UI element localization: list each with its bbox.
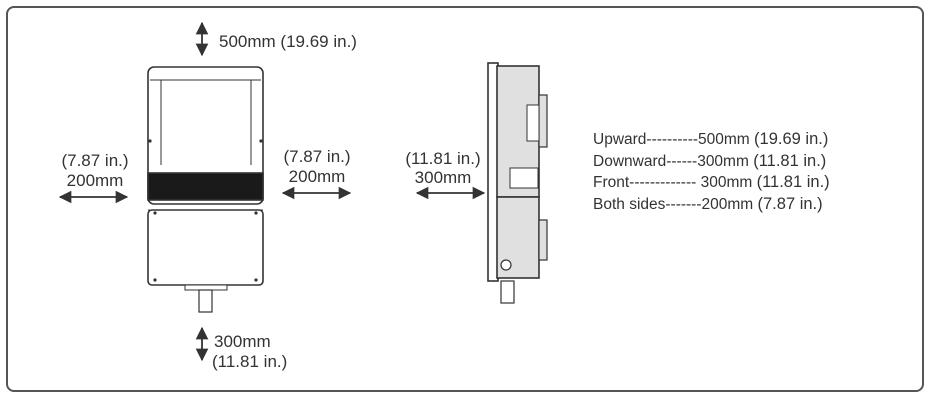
front-clearance-inch-label: (11.81 in.) [405,149,481,168]
front-clearance-mm-label: 300mm [414,168,472,187]
legend-row-both-sides: Both sides-------200mm (7.87 in.) [593,194,830,216]
clearance-legend: Upward----------500mm (19.69 in.) Downwa… [593,129,830,215]
bottom-clearance-inch-label: (11.81 in.) [212,352,288,371]
cable-connector [198,289,213,313]
legend-both-sides-inch: (7.87 in.) [757,194,823,213]
inverter-front-view [147,66,264,313]
diagram-frame [6,6,924,392]
legend-row-downward: Downward------300mm (11.81 in.) [593,151,830,173]
right-clearance-inch-label: (7.87 in.) [283,147,351,166]
inverter-lower-housing [147,209,264,286]
legend-front-text: Front------------- 300mm [593,174,753,191]
bottom-clearance-mm-label: 300mm [214,332,271,351]
legend-upward-inch: (19.69 in.) [754,130,829,148]
left-clearance-inch-label: (7.87 in.) [61,151,129,170]
legend-upward-text: Upward----------500mm [593,131,750,148]
legend-downward-inch: (11.81 in.) [753,151,827,170]
inverter-side-view [487,62,548,304]
inverter-upper-housing [147,66,264,205]
right-clearance-mm-label: 200mm [288,167,346,186]
legend-downward-text: Downward------300mm [593,152,749,170]
top-clearance-label: 500mm (19.69 in.) [219,32,357,51]
legend-front-inch: (11.81 in.) [756,173,830,191]
display-band [147,172,264,201]
legend-row-upward: Upward----------500mm (19.69 in.) [593,129,830,151]
side-indicator-icon [500,259,512,271]
legend-row-front: Front------------- 300mm (11.81 in.) [593,172,830,194]
side-cable-connector [500,280,515,304]
legend-both-sides-text: Both sides-------200mm [593,195,754,213]
left-clearance-mm-label: 200mm [66,171,124,190]
clearance-arrows [58,21,486,362]
